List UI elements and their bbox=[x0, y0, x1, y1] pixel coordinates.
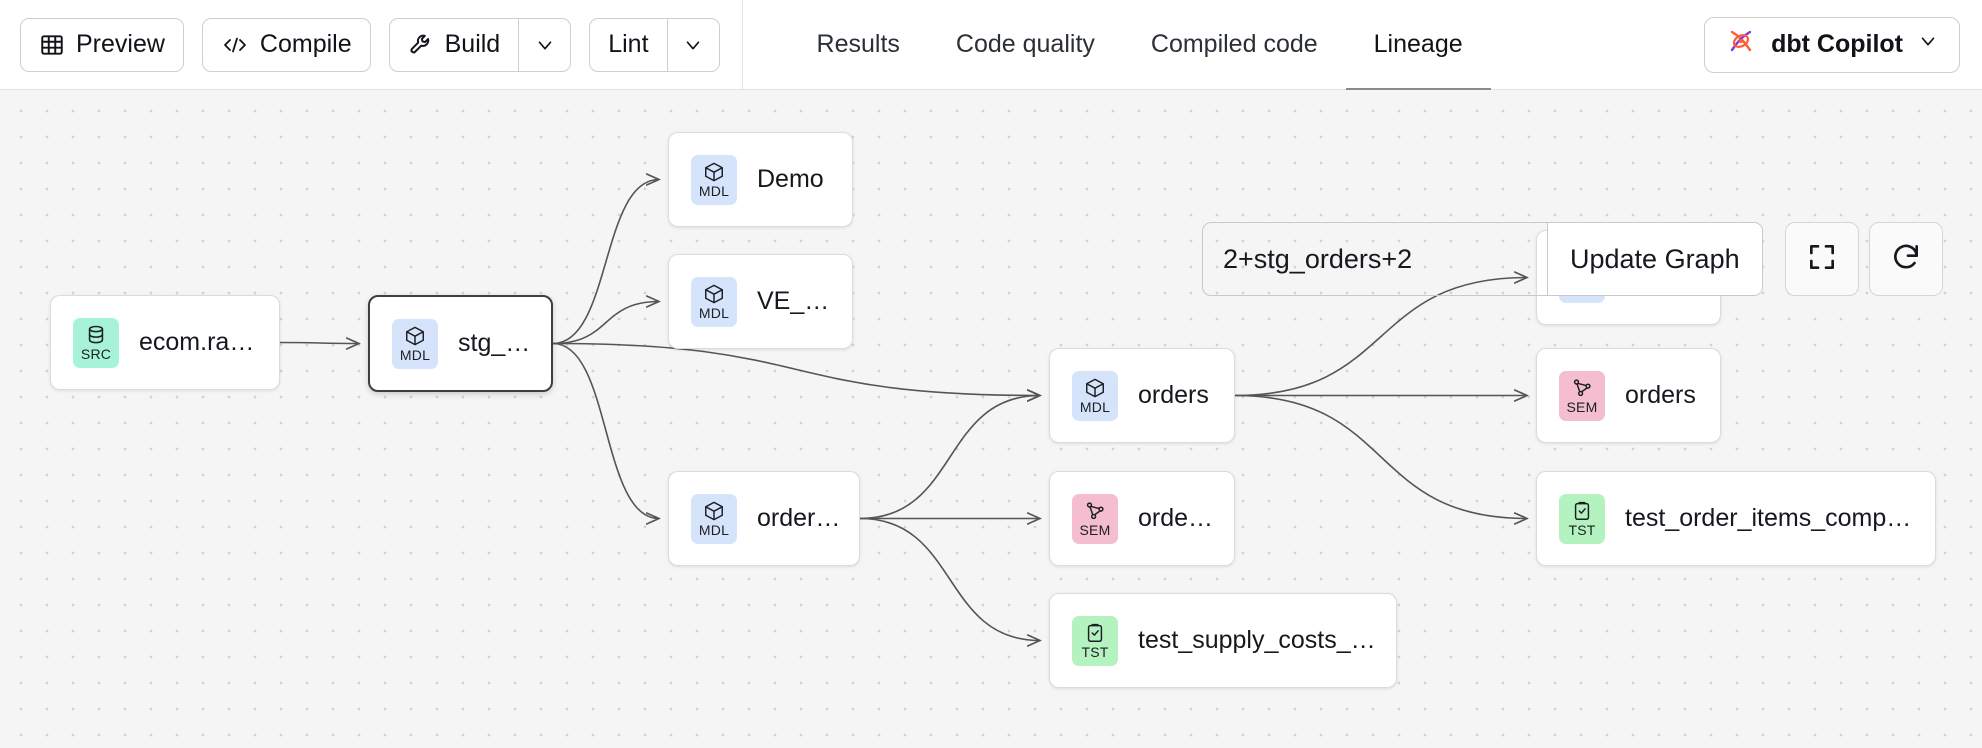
node-label: stg_orders bbox=[458, 329, 551, 357]
lint-button[interactable]: Lint bbox=[590, 19, 666, 71]
lineage-node-ve_demo[interactable]: MDL VE_Demo bbox=[668, 254, 853, 349]
node-label: orders bbox=[1138, 381, 1209, 409]
tab-compiled-code-label: Compiled code bbox=[1150, 30, 1318, 58]
mdl-icon bbox=[404, 325, 426, 347]
node-type-badge-src: SRC bbox=[73, 317, 119, 368]
lineage-node-stg_orders[interactable]: MDL stg_orders bbox=[368, 295, 553, 392]
node-type-badge-tst: TST bbox=[1559, 493, 1605, 544]
node-type-label: TST bbox=[1568, 522, 1596, 538]
dbt-copilot-label: dbt Copilot bbox=[1771, 30, 1903, 58]
node-selector-input[interactable] bbox=[1203, 223, 1547, 295]
lineage-edge-stg_orders-to-order_items bbox=[552, 342, 659, 519]
node-type-label: MDL bbox=[698, 183, 730, 199]
fullscreen-icon bbox=[1806, 241, 1838, 278]
toolbar-right: dbt Copilot bbox=[1704, 16, 1982, 73]
build-dropdown-caret[interactable] bbox=[518, 18, 570, 71]
lineage-edge-stg_orders-to-ve_demo bbox=[552, 302, 659, 345]
tab-results-label: Results bbox=[816, 30, 900, 58]
lineage-node-demo[interactable]: MDL Demo bbox=[668, 132, 853, 227]
tst-icon bbox=[1084, 622, 1106, 644]
node-type-badge-mdl: MDL bbox=[691, 276, 737, 327]
build-button-group: Build bbox=[388, 17, 572, 72]
lineage-node-order_items[interactable]: MDL order_items bbox=[668, 471, 860, 566]
lint-button-group: Lint bbox=[589, 17, 720, 72]
tab-compiled-code[interactable]: Compiled code bbox=[1123, 2, 1346, 92]
toolbar-button-group: Preview Compile Build bbox=[0, 0, 743, 90]
preview-label: Preview bbox=[76, 30, 165, 58]
mdl-icon bbox=[703, 283, 725, 305]
chevron-down-icon bbox=[1917, 30, 1939, 59]
lineage-edge-stg_orders-to-orders bbox=[552, 342, 1040, 396]
fit-view-button[interactable] bbox=[1785, 222, 1859, 296]
update-graph-button[interactable]: Update Graph bbox=[1547, 223, 1762, 295]
node-type-label: SEM bbox=[1566, 399, 1598, 415]
lineage-node-orders_sem[interactable]: SEM orders bbox=[1536, 348, 1721, 443]
node-type-badge-tst: TST bbox=[1072, 615, 1118, 666]
lineage-node-order_item[interactable]: SEM order_item bbox=[1049, 471, 1235, 566]
lineage-edge-stg_orders-to-demo bbox=[552, 180, 659, 345]
node-type-badge-sem: SEM bbox=[1559, 370, 1605, 421]
node-type-badge-mdl: MDL bbox=[691, 493, 737, 544]
node-label: orders bbox=[1625, 381, 1696, 409]
lineage-edges bbox=[279, 90, 1982, 748]
tab-lineage-label: Lineage bbox=[1373, 30, 1463, 58]
lineage-node-ecom_raw_orders[interactable]: SRC ecom.raw_orders bbox=[50, 295, 280, 390]
node-label: ecom.raw_orders bbox=[139, 328, 279, 356]
node-label: test_supply_costs_sum_correctly bbox=[1138, 626, 1396, 654]
build-label: Build bbox=[444, 30, 501, 58]
refresh-graph-button[interactable] bbox=[1869, 222, 1943, 296]
node-type-label: MDL bbox=[698, 522, 730, 538]
lineage-node-test_supply_costs[interactable]: TST test_supply_costs_sum_correctly bbox=[1049, 593, 1397, 688]
lineage-edge-order_items-to-test_supply_costs bbox=[859, 517, 1040, 641]
tab-code-quality-label: Code quality bbox=[955, 30, 1095, 58]
node-type-badge-sem: SEM bbox=[1072, 493, 1118, 544]
mdl-icon bbox=[703, 500, 725, 522]
compile-label: Compile bbox=[259, 30, 352, 58]
sem-icon bbox=[1084, 500, 1106, 522]
node-label: test_order_items_compute_to_bools_c... bbox=[1625, 504, 1935, 532]
wrench-icon bbox=[408, 32, 434, 58]
mdl-icon bbox=[703, 161, 725, 183]
lineage-canvas[interactable]: Update Graph SRCecom.raw_ordersMDLstg_or… bbox=[0, 90, 1982, 748]
node-type-label: MDL bbox=[698, 305, 730, 321]
src-icon bbox=[85, 324, 107, 346]
tab-code-quality[interactable]: Code quality bbox=[928, 2, 1123, 92]
lineage-node-test_order_items[interactable]: TST test_order_items_compute_to_bools_c..… bbox=[1536, 471, 1936, 566]
refresh-icon bbox=[1890, 241, 1922, 278]
graph-selector-controls: Update Graph bbox=[1202, 222, 1763, 296]
preview-button[interactable]: Preview bbox=[20, 17, 184, 72]
node-type-badge-mdl: MDL bbox=[392, 318, 438, 369]
node-type-label: SEM bbox=[1079, 522, 1111, 538]
dbt-copilot-icon bbox=[1725, 25, 1757, 64]
node-type-badge-mdl: MDL bbox=[691, 154, 737, 205]
code-icon bbox=[221, 32, 249, 58]
tst-icon bbox=[1571, 500, 1593, 522]
lineage-edge-orders-to-test_order_items bbox=[1234, 394, 1527, 519]
node-type-label: SRC bbox=[80, 346, 112, 362]
node-type-label: MDL bbox=[1079, 399, 1111, 415]
table-icon bbox=[39, 32, 65, 58]
lint-dropdown-caret[interactable] bbox=[666, 18, 719, 71]
node-label: order_items bbox=[757, 504, 859, 532]
panel-tabs: Results Code quality Compiled code Linea… bbox=[789, 0, 1491, 92]
node-type-label: MDL bbox=[399, 347, 431, 363]
node-label: order_item bbox=[1138, 504, 1234, 532]
tab-lineage[interactable]: Lineage bbox=[1345, 2, 1491, 92]
update-graph-label: Update Graph bbox=[1570, 243, 1740, 274]
lineage-edge-order_items-to-orders bbox=[859, 396, 1040, 520]
sem-icon bbox=[1571, 377, 1593, 399]
lint-label: Lint bbox=[608, 30, 649, 58]
node-type-label: TST bbox=[1081, 644, 1109, 660]
lineage-edge-ecom_raw_orders-to-stg_orders bbox=[279, 343, 359, 344]
top-toolbar: Preview Compile Build bbox=[0, 0, 1982, 92]
node-label: Demo bbox=[757, 165, 824, 193]
node-label: VE_Demo bbox=[757, 287, 852, 315]
mdl-icon bbox=[1084, 377, 1106, 399]
tab-results[interactable]: Results bbox=[789, 2, 928, 92]
compile-button[interactable]: Compile bbox=[201, 17, 371, 72]
lineage-node-orders[interactable]: MDL orders bbox=[1049, 348, 1235, 443]
node-type-badge-mdl: MDL bbox=[1072, 370, 1118, 421]
dbt-copilot-button[interactable]: dbt Copilot bbox=[1704, 16, 1960, 73]
build-button[interactable]: Build bbox=[390, 19, 519, 71]
